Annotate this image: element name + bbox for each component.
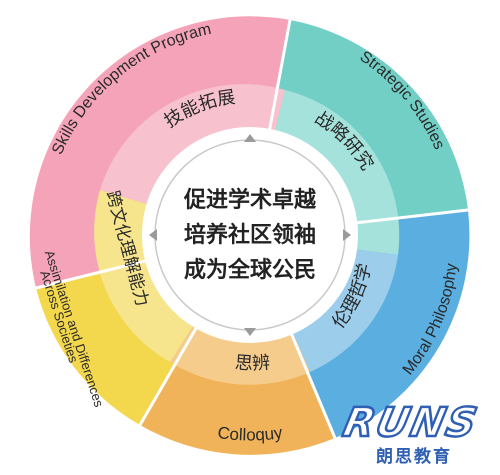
center-line-2: 培养社区领袖 [184, 222, 316, 248]
logo-wordmark: RUNS [338, 399, 484, 448]
center-disc [142, 127, 358, 343]
runs-logo: RUNS 朗思教育 [338, 399, 488, 467]
center-notches [149, 134, 351, 336]
label-cn-colloquy: 思辨 [234, 352, 271, 374]
center-line-3: 成为全球公民 [184, 257, 316, 283]
label-colloquy: Colloquy [216, 423, 284, 445]
center-line-1: 促进学术卓越 [183, 187, 317, 213]
logo-chinese-name: 朗思教育 [376, 447, 452, 467]
